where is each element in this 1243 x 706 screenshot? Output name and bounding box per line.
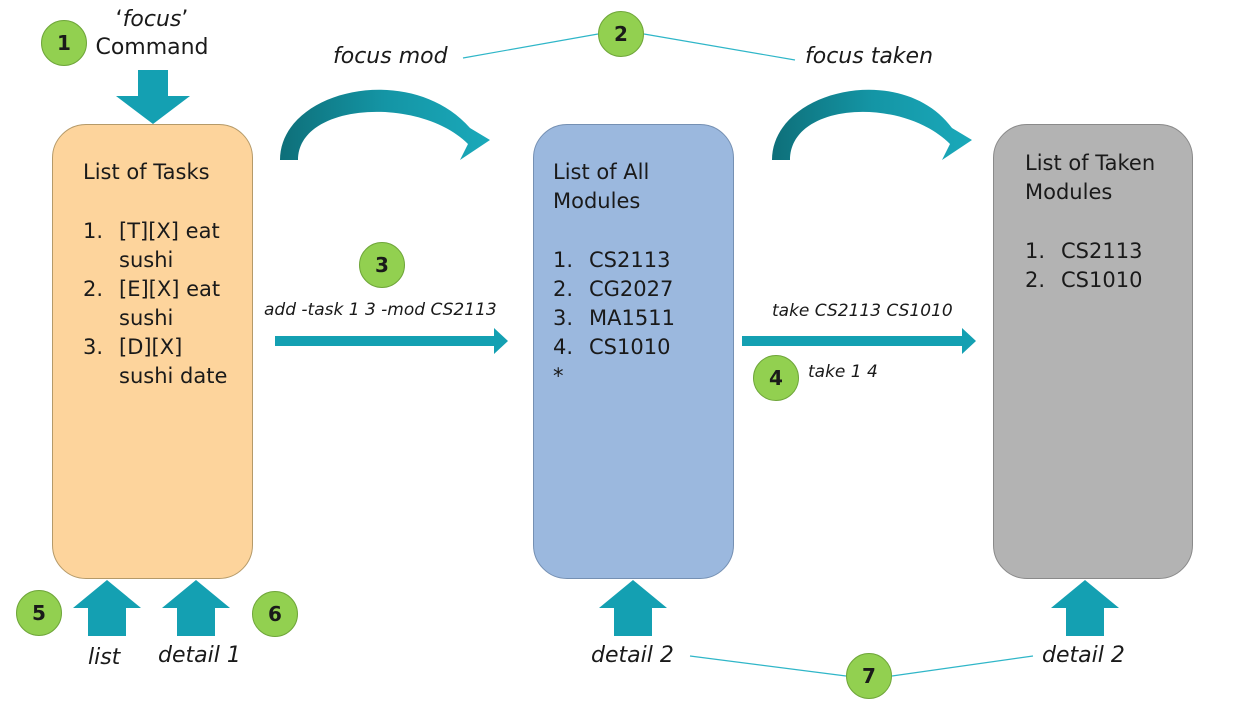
focus-mod-label: focus mod: [333, 44, 448, 69]
right-arrow-add-task-icon: [275, 328, 508, 354]
taken-modules-panel-title: List of Taken Modules: [1025, 151, 1156, 204]
list-item-number: 1.: [83, 219, 104, 243]
tasks-list: 1. [T][X] eat sushi 2. [E][X] eat sushi 3.…: [83, 217, 243, 391]
quote-close: ’: [181, 7, 189, 32]
command-word: Command: [95, 35, 209, 60]
detail-2-taken-command-label: detail 2: [1042, 643, 1125, 668]
connector-line-detail-right: [891, 655, 1034, 677]
list-item-text: CS2113: [589, 248, 671, 272]
list-item-number: 4.: [553, 335, 574, 359]
focus-command-label: ‘focus’ Command: [92, 6, 212, 62]
list-item-text: [D][X] sushi date: [119, 335, 228, 388]
list-item-text: CS1010: [589, 335, 671, 359]
down-arrow-icon: [116, 70, 190, 124]
curved-arrow-focus-mod-icon: [280, 89, 490, 160]
up-arrow-list-icon: [73, 580, 141, 636]
list-item: 1. CS2113: [1025, 237, 1185, 266]
detail-1-command-label: detail 1: [158, 643, 241, 668]
curved-arrow-focus-taken-icon: [772, 89, 972, 160]
step-badge-6: 6: [252, 591, 298, 637]
list-item: 1. [T][X] eat sushi: [83, 217, 243, 275]
all-modules-list: 1. CS2113 2. CG2027 3. MA1511 4. CS1010: [553, 246, 713, 362]
list-item: 2. CS1010: [1025, 266, 1185, 295]
list-item-number: 1.: [1025, 239, 1046, 263]
quote-open: ‘: [115, 7, 123, 32]
list-item-number: 1.: [553, 248, 574, 272]
list-item: 2. [E][X] eat sushi: [83, 275, 243, 333]
list-item-text: [T][X] eat sushi: [119, 219, 220, 272]
step-badge-7: 7: [846, 653, 892, 699]
list-item-number: 3.: [553, 306, 574, 330]
focus-taken-label: focus taken: [805, 44, 934, 69]
add-task-command-label: add -task 1 3 -mod CS2113: [264, 300, 497, 320]
step-badge-2: 2: [598, 11, 644, 57]
step-badge-1: 1: [41, 20, 87, 66]
tasks-panel-title: List of Tasks: [83, 160, 210, 184]
focus-keyword: focus: [122, 7, 182, 32]
up-arrow-detail1-icon: [162, 580, 230, 636]
list-item-number: 3.: [83, 335, 104, 359]
all-modules-panel-title: List of All Modules: [553, 160, 650, 213]
take-modules-command-label: take CS2113 CS1010: [772, 301, 953, 321]
take-index-command-label: take 1 4: [808, 362, 878, 382]
list-item-text: CS1010: [1061, 268, 1143, 292]
step-badge-3: 3: [359, 242, 405, 288]
taken-modules-list: 1. CS2113 2. CS1010: [1025, 237, 1185, 295]
list-item: 1. CS2113: [553, 246, 713, 275]
right-arrow-take-icon: [742, 328, 976, 354]
list-item-text: [E][X] eat sushi: [119, 277, 221, 330]
step-badge-5: 5: [16, 590, 62, 636]
up-arrow-detail2-mods-icon: [599, 580, 667, 636]
list-item-text: CS2113: [1061, 239, 1143, 263]
list-item-number: 2.: [1025, 268, 1046, 292]
step-badge-4: 4: [753, 355, 799, 401]
up-arrow-detail2-taken-icon: [1051, 580, 1119, 636]
connector-line-detail-left: [689, 655, 847, 677]
list-item: 3. [D][X] sushi date: [83, 333, 243, 391]
list-command-label: list: [88, 645, 121, 670]
list-item-text: MA1511: [589, 306, 675, 330]
all-modules-panel: List of All Modules 1. CS2113 2. CG2027 3.…: [533, 124, 734, 579]
taken-modules-panel: List of Taken Modules 1. CS2113 2. CS1010: [993, 124, 1193, 579]
modules-list-asterisk: *: [553, 364, 564, 388]
detail-2-mods-command-label: detail 2: [591, 643, 674, 668]
list-item: 3. MA1511: [553, 304, 713, 333]
list-item-number: 2.: [83, 277, 104, 301]
list-item: 4. CS1010: [553, 333, 713, 362]
list-item-text: CG2027: [589, 277, 674, 301]
list-item-number: 2.: [553, 277, 574, 301]
list-item: 2. CG2027: [553, 275, 713, 304]
tasks-panel: List of Tasks 1. [T][X] eat sushi 2. [E][X…: [52, 124, 253, 579]
connector-line-focus-taken: [643, 33, 796, 61]
connector-line-focus-mod: [462, 33, 599, 59]
